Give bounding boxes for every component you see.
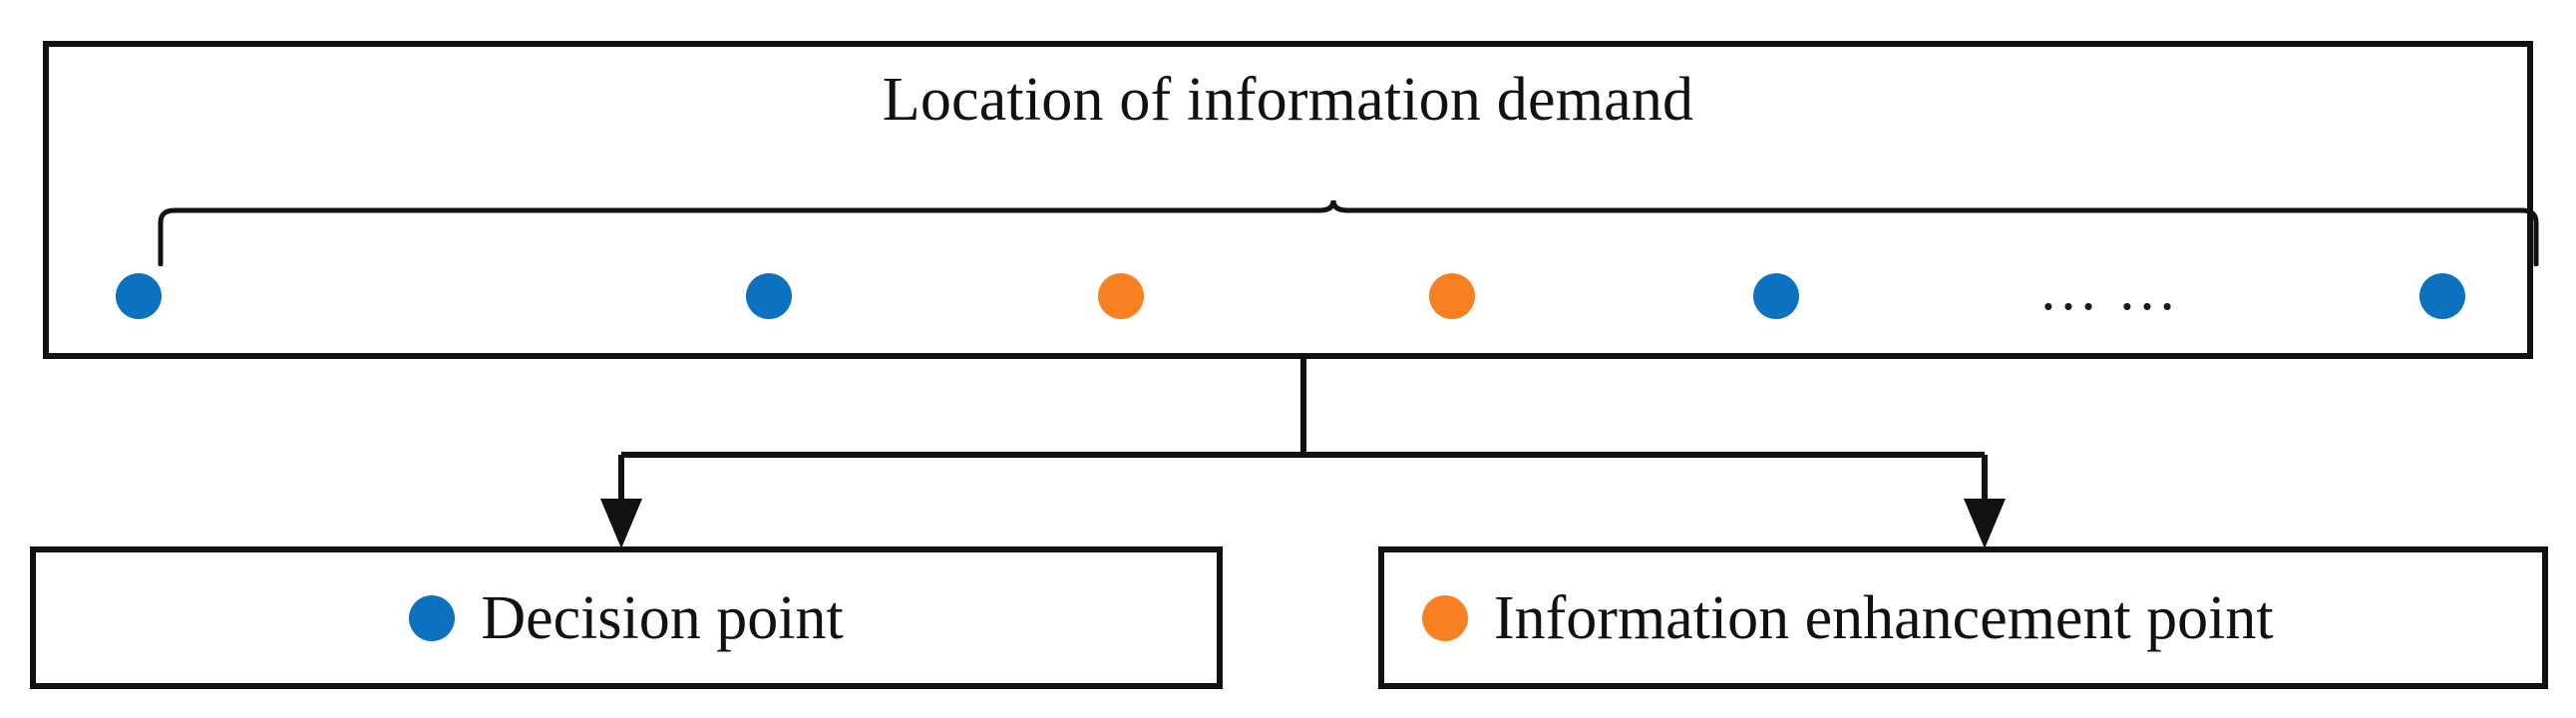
decision-point-marker-2 <box>746 273 792 319</box>
information-demand-container: Location of information demand … … <box>43 41 2539 359</box>
information-enhancement-point-legend-icon <box>1422 594 1468 641</box>
branch-connector <box>600 357 2006 548</box>
ellipsis-label: … … <box>2038 256 2179 322</box>
legend-decision-point: Decision point <box>30 546 1223 689</box>
decision-point-marker-4 <box>2419 273 2465 319</box>
decision-point-legend-label: Decision point <box>481 583 844 652</box>
decision-point-marker-3 <box>1753 273 1799 319</box>
page-title: Location of information demand <box>882 66 1694 134</box>
decision-point-marker-1 <box>116 273 162 319</box>
legend-information-enhancement-point: Information enhancement point <box>1378 546 2548 689</box>
information-enhancement-point-marker-2 <box>1429 273 1475 319</box>
information-enhancement-point-legend-label: Information enhancement point <box>1494 583 2274 652</box>
information-enhancement-point-marker-1 <box>1098 273 1144 319</box>
decision-point-legend-icon <box>409 594 456 641</box>
span-brace-icon <box>158 199 2539 266</box>
